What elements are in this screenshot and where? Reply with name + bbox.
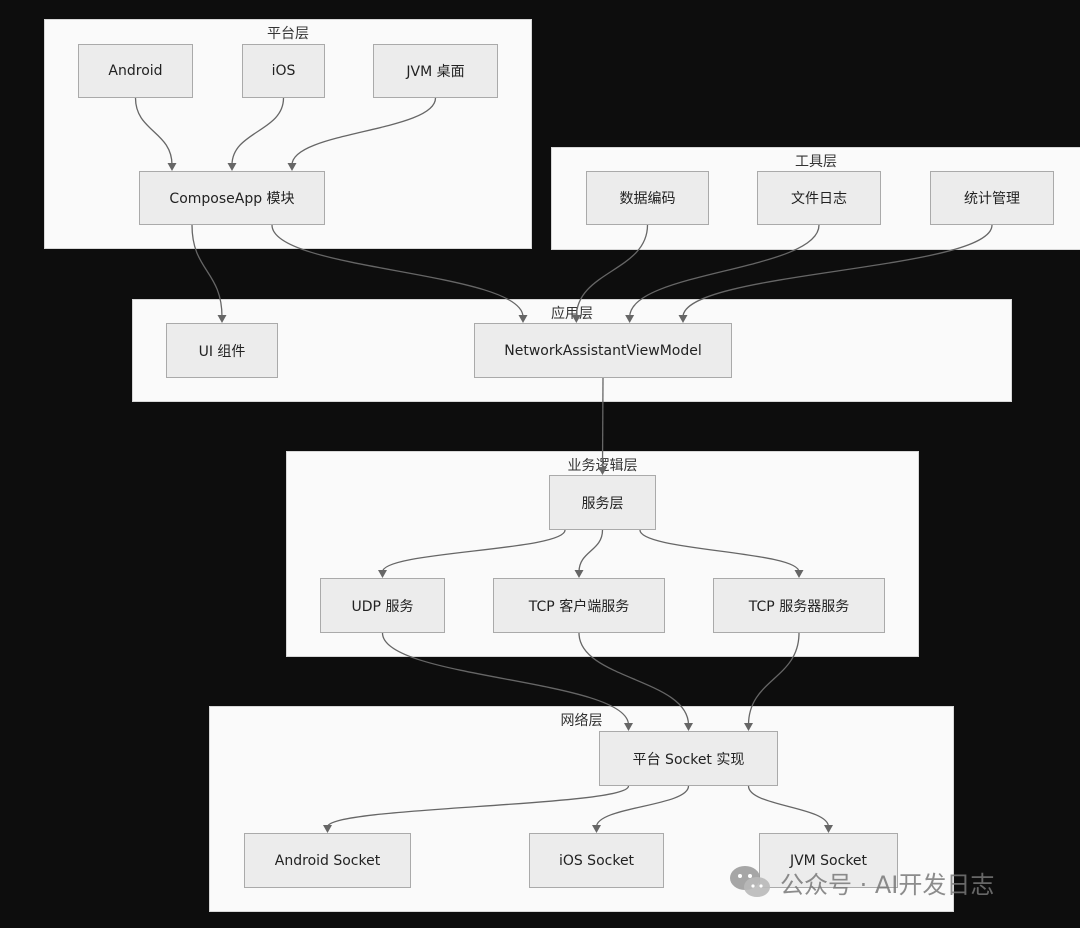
node-ios-socket: iOS Socket bbox=[529, 833, 664, 888]
node-network-assistant-viewmodel: NetworkAssistantViewModel bbox=[474, 323, 732, 378]
group-title-biz: 业务逻辑层 bbox=[567, 458, 638, 474]
node-udp-service: UDP 服务 bbox=[320, 578, 445, 633]
node-ios: iOS bbox=[242, 44, 325, 98]
node-android-socket: Android Socket bbox=[244, 833, 411, 888]
node-platform-socket-impl: 平台 Socket 实现 bbox=[599, 731, 778, 786]
wechat-icon bbox=[730, 866, 770, 897]
node-data-encoding: 数据编码 bbox=[586, 171, 709, 225]
node-android: Android bbox=[78, 44, 193, 98]
node-jvm-socket: JVM Socket bbox=[759, 833, 898, 888]
watermark-text: 公众号 · AI开发日志 bbox=[780, 870, 995, 899]
watermark: 公众号 · AI开发日志 bbox=[728, 862, 994, 902]
group-title-app: 应用层 bbox=[551, 306, 593, 322]
node-composeapp-module: ComposeApp 模块 bbox=[139, 171, 325, 225]
node-file-log: 文件日志 bbox=[757, 171, 881, 225]
node-tcp-client-service: TCP 客户端服务 bbox=[493, 578, 665, 633]
node-stats-management: 统计管理 bbox=[930, 171, 1054, 225]
node-ui-components: UI 组件 bbox=[166, 323, 278, 378]
group-title-tools: 工具层 bbox=[795, 154, 837, 170]
group-title-platform: 平台层 bbox=[267, 26, 309, 42]
group-title-network: 网络层 bbox=[560, 713, 603, 729]
node-service-layer: 服务层 bbox=[549, 475, 656, 530]
node-jvm-desktop: JVM 桌面 bbox=[373, 44, 498, 98]
node-tcp-server-service: TCP 服务器服务 bbox=[713, 578, 885, 633]
